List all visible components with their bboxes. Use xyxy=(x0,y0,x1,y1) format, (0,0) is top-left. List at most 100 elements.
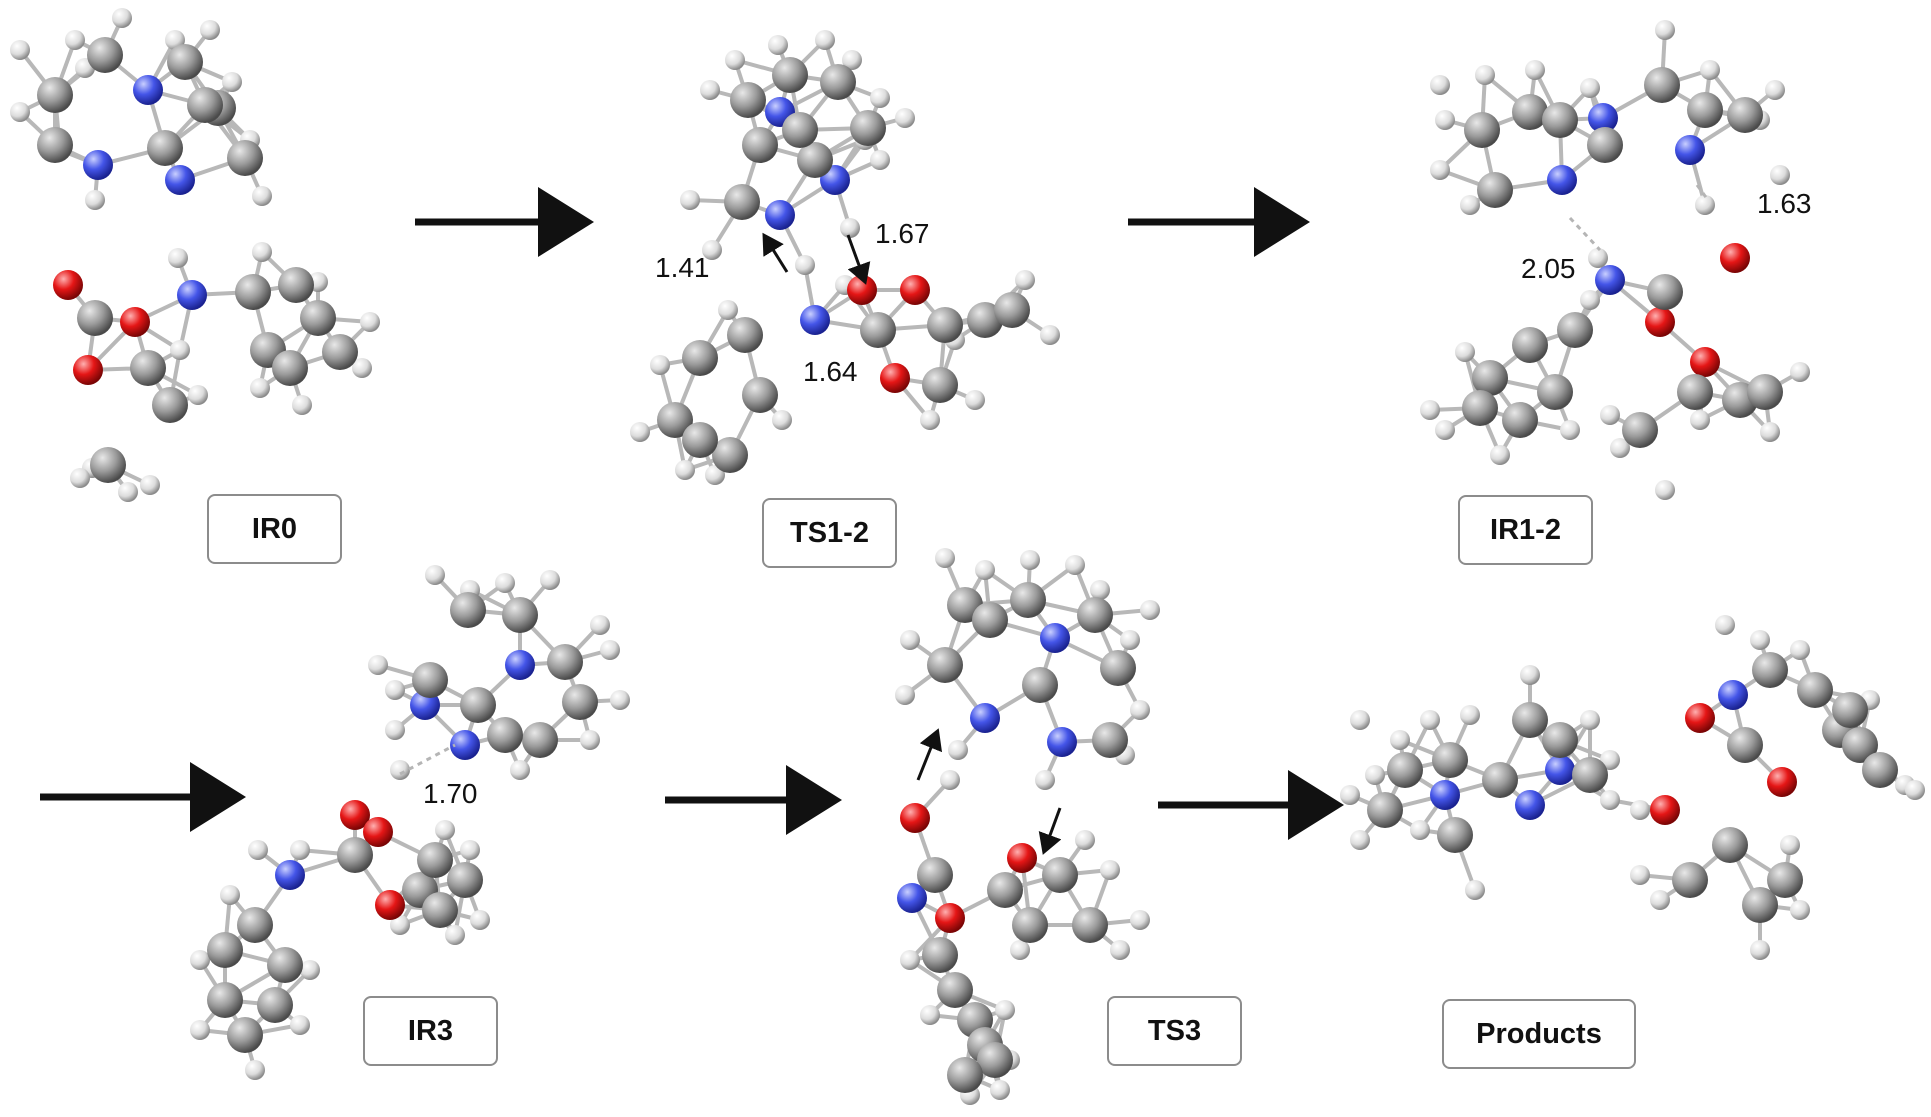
carbon-atom xyxy=(227,1017,263,1053)
hydrogen-atom xyxy=(1430,160,1450,180)
hydrogen-atom xyxy=(1420,710,1440,730)
molecule-ir0 xyxy=(10,8,380,502)
oxygen-atom xyxy=(847,275,877,305)
carbon-atom xyxy=(772,57,808,93)
carbon-atom xyxy=(1072,907,1108,943)
hydrogen-atom xyxy=(815,30,835,50)
hydrogen-atom xyxy=(1015,270,1035,290)
hydrogen-atom xyxy=(1790,362,1810,382)
hydrogen-atom xyxy=(460,840,480,860)
oxygen-atom xyxy=(73,355,103,385)
hydrogen-atom xyxy=(870,88,890,108)
nitrogen-atom xyxy=(1675,135,1705,165)
carbon-atom xyxy=(922,937,958,973)
carbon-atom xyxy=(167,44,203,80)
hydrogen-atom xyxy=(1120,630,1140,650)
oxygen-atom xyxy=(1767,767,1797,797)
hydrogen-atom xyxy=(795,255,815,275)
ts12-arrow-b xyxy=(846,234,871,285)
hydrogen-atom xyxy=(118,482,138,502)
carbon-atom xyxy=(37,127,73,163)
hydrogen-atom xyxy=(935,548,955,568)
hydrogen-atom xyxy=(920,410,940,430)
carbon-atom xyxy=(502,597,538,633)
nitrogen-atom xyxy=(275,860,305,890)
ts12-arrow-a xyxy=(762,232,789,273)
carbon-atom xyxy=(1644,67,1680,103)
carbon-atom xyxy=(237,907,273,943)
distance-label-ts12-a: 1.41 xyxy=(655,252,710,283)
carbon-atom xyxy=(1797,672,1833,708)
hydrogen-atom xyxy=(1600,790,1620,810)
molecule-ts1-2 xyxy=(630,30,1060,485)
nitrogen-atom xyxy=(1547,165,1577,195)
carbon-atom xyxy=(1727,97,1763,133)
carbon-atom xyxy=(1367,792,1403,828)
carbon-atom xyxy=(682,422,718,458)
hydrogen-atom xyxy=(1365,765,1385,785)
hydrogen-atom xyxy=(840,218,860,238)
carbon-atom xyxy=(235,274,271,310)
hydrogen-atom xyxy=(1350,710,1370,730)
hydrogen-atom xyxy=(630,422,650,442)
hydrogen-atom xyxy=(1580,78,1600,98)
hydrogen-atom xyxy=(1560,420,1580,440)
carbon-atom xyxy=(1747,374,1783,410)
hydrogen-atom xyxy=(85,190,105,210)
molecule-ts3 xyxy=(895,548,1160,1105)
hydrogen-atom xyxy=(1130,700,1150,720)
nitrogen-atom xyxy=(165,165,195,195)
carbon-atom xyxy=(820,64,856,100)
oxygen-atom xyxy=(1650,795,1680,825)
carbon-atom xyxy=(937,972,973,1008)
hydrogen-atom xyxy=(1460,195,1480,215)
hydrogen-atom xyxy=(870,150,890,170)
nitrogen-atom xyxy=(83,150,113,180)
distance-label-ir3-a: 1.70 xyxy=(423,778,478,809)
carbon-atom xyxy=(712,437,748,473)
carbon-atom xyxy=(1042,857,1078,893)
hydrogen-atom xyxy=(600,640,620,660)
carbon-atom xyxy=(460,687,496,723)
carbon-atom xyxy=(1387,752,1423,788)
carbon-atom xyxy=(152,387,188,423)
hydrogen-atom xyxy=(920,1005,940,1025)
carbon-atom xyxy=(257,987,293,1023)
hydrogen-atom xyxy=(188,385,208,405)
hydrogen-atom xyxy=(112,8,132,28)
hydrogen-atom xyxy=(1655,480,1675,500)
nitrogen-atom xyxy=(1430,780,1460,810)
hydrogen-atom xyxy=(190,1020,210,1040)
carbon-atom xyxy=(1100,650,1136,686)
carbon-atom xyxy=(1010,582,1046,618)
hydrogen-atom xyxy=(1140,600,1160,620)
carbon-atom xyxy=(1842,727,1878,763)
hydrogen-atom xyxy=(140,475,160,495)
nitrogen-atom xyxy=(450,730,480,760)
carbon-atom xyxy=(562,684,598,720)
hydrogen-atom xyxy=(1655,20,1675,40)
oxygen-atom xyxy=(1645,307,1675,337)
carbon-atom xyxy=(994,292,1030,328)
hydrogen-atom xyxy=(702,240,722,260)
hydrogen-atom xyxy=(895,108,915,128)
hydrogen-atom xyxy=(1610,438,1630,458)
hydrogen-atom xyxy=(360,312,380,332)
carbon-atom xyxy=(742,127,778,163)
hydrogen-atom xyxy=(990,1080,1010,1100)
hydrogen-atom xyxy=(1750,940,1770,960)
hydrogen-atom xyxy=(1090,580,1110,600)
hydrogen-atom xyxy=(705,465,725,485)
carbon-atom xyxy=(967,302,1003,338)
hydrogen-atom xyxy=(250,378,270,398)
nitrogen-atom xyxy=(1040,623,1070,653)
nitrogen-atom xyxy=(897,883,927,913)
carbon-atom xyxy=(422,892,458,928)
hydrogen-atom xyxy=(445,925,465,945)
carbon-atom xyxy=(927,307,963,343)
hydrogen-atom xyxy=(1905,780,1925,800)
oxygen-atom xyxy=(900,803,930,833)
hydrogen-atom xyxy=(772,410,792,430)
hydrogen-atom xyxy=(1520,665,1540,685)
